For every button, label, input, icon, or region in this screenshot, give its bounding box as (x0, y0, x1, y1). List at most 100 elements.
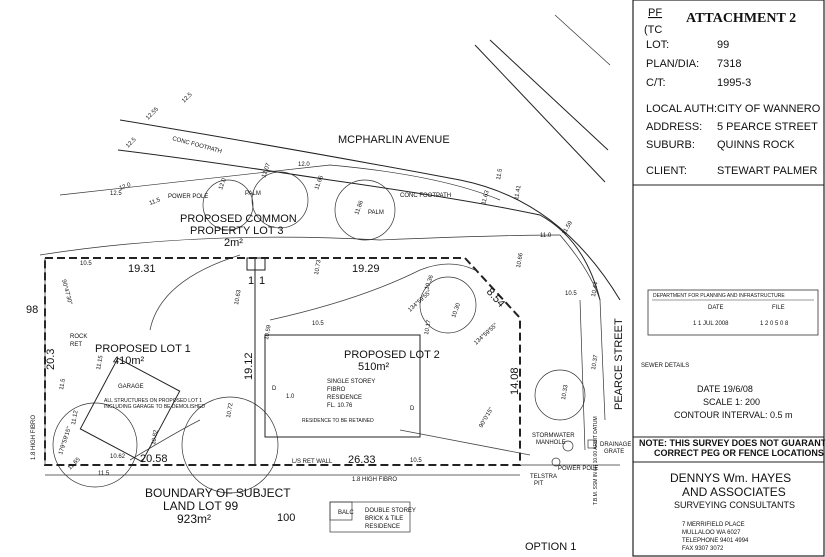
tree-circle (52, 402, 138, 488)
common-property-label: PROPERTY LOT 3 (190, 225, 284, 237)
spot-level-label: 10.72 (226, 402, 235, 418)
spot-level-label: 12.0 (218, 177, 228, 191)
stamp-file-value: 1 2 0 5 0 8 (760, 321, 789, 327)
stamp-department: DEPARTMENT FOR PLANNING AND INFRASTRUCTU… (653, 293, 785, 299)
neighbour-label: DOUBLE STOREY (365, 508, 416, 514)
scale-line: SCALE 1: 200 (703, 397, 760, 407)
tree-circle (181, 396, 279, 494)
spot-level-label: 11.59 (562, 220, 575, 236)
road-edge-line (489, 39, 609, 151)
spot-level-label: 12.5 (110, 191, 122, 197)
spot-level-label: 10.5 (312, 321, 324, 327)
spot-level-label: 12.5 (181, 91, 194, 104)
lot1-name: PROPOSED LOT 1 (95, 343, 191, 355)
power-pole-icon (551, 457, 561, 467)
drainage-grate-icon (587, 439, 597, 449)
spot-levels-group: 12.512.5512.512.512.012.0712.011.511.411… (59, 91, 600, 477)
tbm-label: T.B.M. SSM IN 6P 10.00 ARBIT DATUM (593, 416, 599, 505)
spot-level-label: 10.5 (410, 458, 422, 464)
spot-level-label: 11.5 (149, 197, 162, 207)
boundary-label: BOUNDARY OF SUBJECT (145, 486, 291, 500)
spot-level-label: 11.5 (496, 168, 504, 181)
lot-98-label: 98 (26, 304, 38, 316)
contour-line-text: CONTOUR INTERVAL: 0.5 m (674, 410, 793, 420)
dimension-label: 8.54 (484, 286, 507, 310)
rock-ret-label: RET (70, 342, 82, 348)
firm-name: AND ASSOCIATES (682, 485, 786, 499)
title-row-value: 1995-3 (717, 77, 751, 89)
telstra-label: TELSTRA (530, 474, 557, 480)
demolish-note: INCLUDING GARAGE TO BE DEMOLISHED (104, 404, 205, 410)
planning-stamp (647, 289, 819, 336)
stamp-date-label: DATE (708, 305, 724, 311)
title-row-label: C/T: (646, 77, 666, 89)
residence-label: RESIDENCE (327, 395, 362, 401)
bearing-label: 90°47'30" (60, 279, 72, 305)
common-property-box (246, 257, 266, 271)
stormwater-manhole-icon (562, 440, 574, 452)
spot-level-label: 10.66 (516, 252, 525, 268)
street-name-top: MCPHARLIN AVENUE (338, 134, 450, 146)
lot2-name: PROPOSED LOT 2 (344, 349, 440, 361)
high-fibro-label: 1.8 HIGH FIBRO (352, 477, 397, 483)
spot-level-label: 11.15 (96, 354, 105, 370)
spot-level-label: 11.5 (98, 471, 110, 477)
note-line: CORRECT PEG OR FENCE LOCATIONS (654, 448, 824, 458)
tree-circle (251, 171, 309, 229)
spot-level-label: 11.65 (67, 456, 82, 471)
boundary-area: 923m² (177, 512, 211, 526)
dimension-label: 1.0 (286, 394, 295, 400)
firm-address-line: FAX 9307 3072 (682, 546, 724, 552)
palm-label: PALM (368, 210, 384, 216)
tree-circle (419, 276, 477, 334)
dimension-label: 14.08 (509, 367, 521, 395)
demolish-note: ALL STRUCTURES ON PROPOSED LOT 1 (104, 398, 202, 404)
spot-level-label: 10.37 (591, 354, 600, 370)
neighbour-label: BRICK & TILE (365, 516, 403, 522)
common-property-area: 2m² (224, 237, 243, 249)
spot-level-label: 12.0 (298, 162, 310, 168)
palm-tree-circle (334, 179, 396, 241)
bearing-label: 134°59'55" (473, 323, 499, 347)
stamp-file-label: FILE (772, 305, 785, 311)
dimension-label: 19.12 (243, 352, 255, 380)
bearing-label: 179°59'15" (58, 426, 73, 455)
street-name-right: PEARCE STREET (613, 318, 625, 410)
title-row-value: CITY OF WANNERO (717, 103, 821, 115)
spot-level-label: 12.0 (119, 182, 133, 192)
footpath-label: CONC FOOTPATH (400, 193, 451, 199)
firm-subtitle: SURVEYING CONSULTANTS (674, 500, 795, 510)
footpath-edge (117, 149, 601, 301)
note-line: NOTE: THIS SURVEY DOES NOT GUARANTEE (639, 438, 825, 448)
ret-wall-label: L/S RET WALL (292, 459, 333, 465)
spot-level-label: 10.30 (451, 302, 462, 319)
lot-100-label: 100 (277, 512, 295, 524)
residence-label: SINGLE STOREY (327, 379, 375, 385)
drainage-label: DRAINAGE (600, 442, 631, 448)
spot-level-label: 10.62 (110, 454, 126, 460)
firm-address-line: 7 MERRIFIELD PLACE (682, 522, 745, 528)
title-row-value: 99 (717, 39, 729, 51)
footpath-edge (119, 119, 621, 301)
balcony-outline (329, 501, 353, 521)
spot-level-label: 10.17 (424, 319, 433, 335)
power-pole-label: POWER POLE (558, 466, 598, 472)
title-row-value: STEWART PALMER (717, 165, 818, 177)
firm-name: DENNYS Wm. HAYES (670, 471, 791, 485)
kerb-line (559, 234, 606, 421)
title-row-label: LOCAL AUTH: (646, 103, 717, 115)
top-code: (TC (644, 24, 662, 36)
road-edge-line (474, 44, 606, 183)
residence-fl: FL. 10.76 (327, 403, 353, 409)
title-row-label: SUBURB: (646, 139, 695, 151)
contour-line (269, 263, 476, 321)
attachment-label: ATTACHMENT 2 (686, 11, 796, 26)
plan-area: MCPHARLIN AVENUE PEARCE STREET CONC FOOT… (26, 14, 631, 553)
power-pole-label: POWER POLE (168, 194, 208, 200)
balc-label: BALC (338, 510, 354, 516)
spot-level-label: 11.5 (59, 378, 67, 391)
palm-tree-circle (202, 179, 254, 231)
firm-address-line: MULLALOO WA 6027 (682, 530, 741, 536)
